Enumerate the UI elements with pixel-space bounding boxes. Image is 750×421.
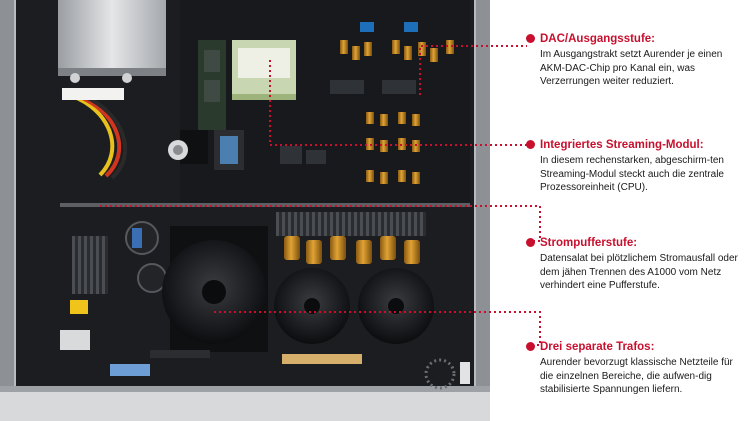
callout-three-transformers: Drei separate Trafos: Aurender bevorzugt… [526,340,746,397]
callout-title: Drei separate Trafos: [540,341,655,353]
callout-title: Strompufferstufe: [540,237,638,249]
device-internals-photo [0,0,490,421]
callout-title: DAC/Ausgangsstufe: [540,33,656,45]
callout-text: In diesem rechenstarken, abgeschirm-ten … [540,155,724,194]
marker-dot [526,342,535,351]
callout-streaming-module: Integriertes Streaming-Modul: In diesem … [526,138,746,195]
callout-buffer-stage: Strompufferstufe: Datensalat bei plötzli… [526,236,746,293]
callout-dac-output-stage: DAC/Ausgangsstufe: Im Ausgangstrakt setz… [526,32,746,89]
callout-title: Integriertes Streaming-Modul: [540,139,704,151]
marker-dot [526,238,535,247]
marker-dot [526,34,535,43]
callout-text: Im Ausgangstrakt setzt Aurender je einen… [540,49,723,88]
marker-dot [526,140,535,149]
callout-text: Datensalat bei plötzlichem Stromausfall … [540,253,738,292]
callout-text: Aurender bevorzugt klassische Netzteile … [540,357,733,396]
